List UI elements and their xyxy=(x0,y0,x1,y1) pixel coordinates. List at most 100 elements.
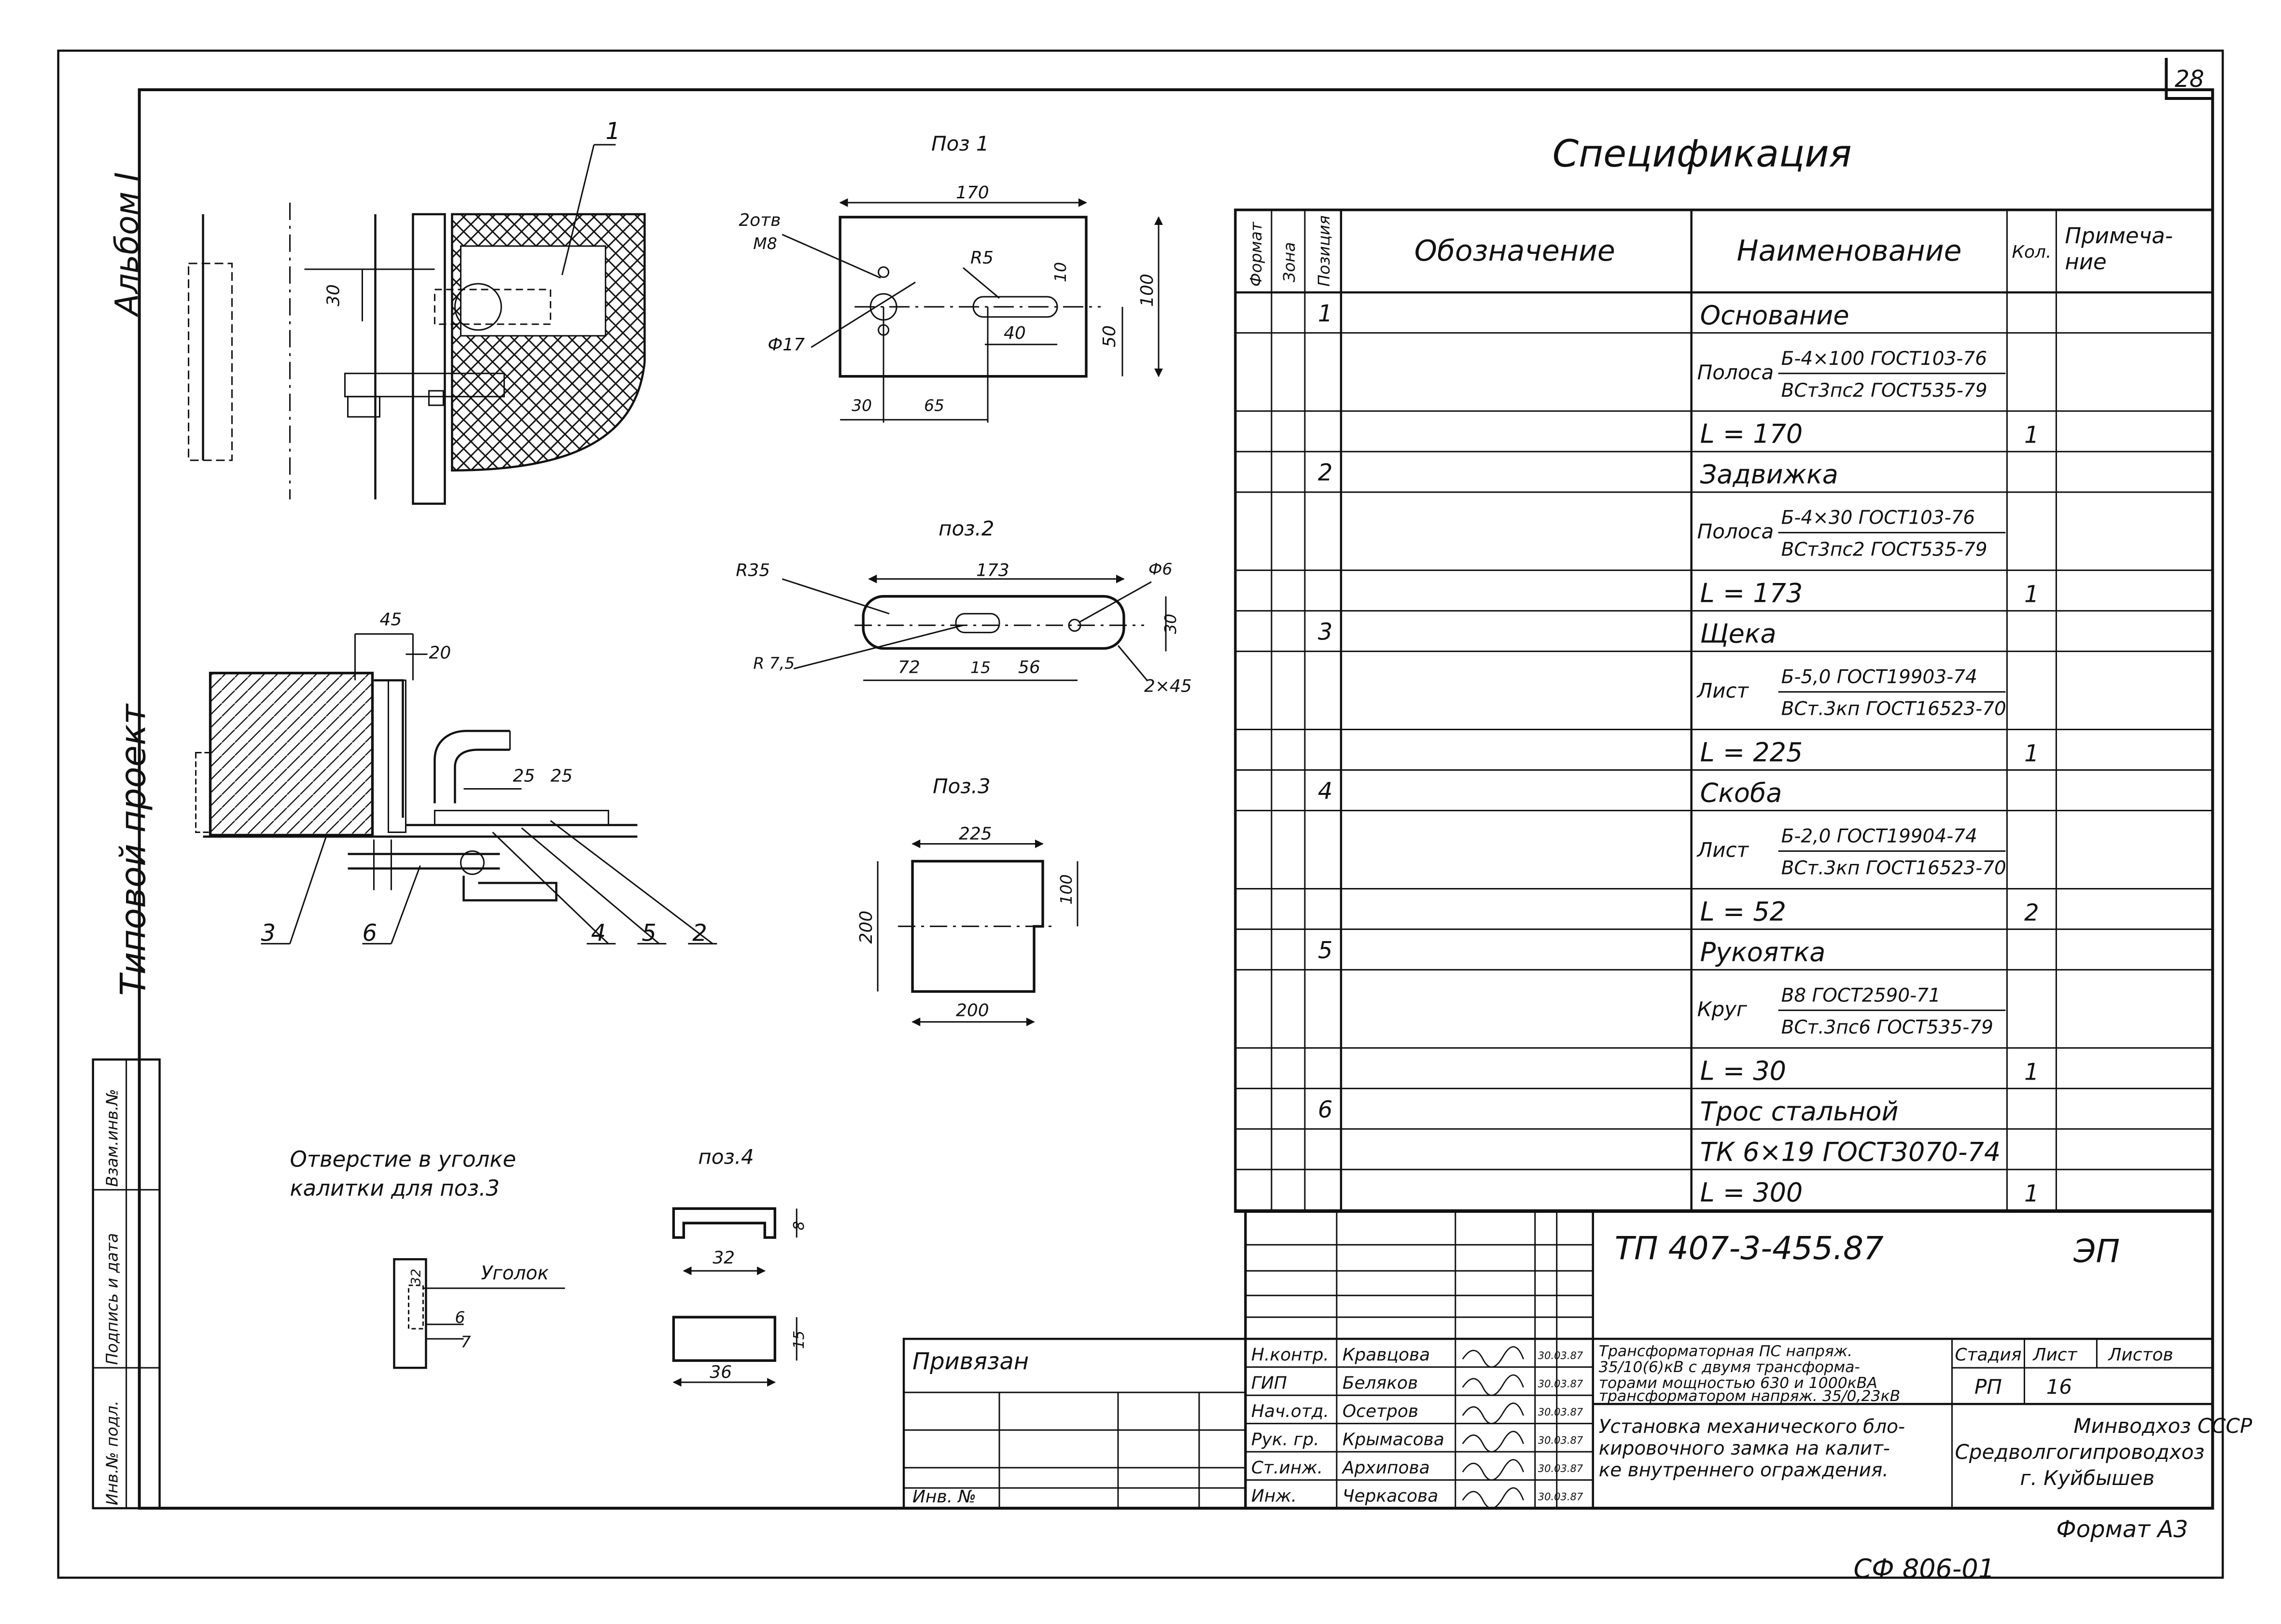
hdr-position: Позиция xyxy=(1315,215,1333,287)
left-stamp: Взам.инв.№ Подпись и дата Инв.№ подл. xyxy=(92,1058,161,1510)
pos4-dim-36: 36 xyxy=(710,1362,732,1382)
role-date: 30.03.87 xyxy=(1538,1406,1583,1418)
spec-row-name: L = 170 xyxy=(1700,419,1803,449)
pos1-dim-100: 100 xyxy=(1137,274,1157,307)
stamp-sign-date: Подпись и дата xyxy=(103,1233,122,1365)
inner-frame xyxy=(138,88,2214,1510)
callout-2: 2 xyxy=(692,919,707,946)
pos1-dim-30: 30 xyxy=(852,396,872,415)
spec-row-material-kind: Полоса xyxy=(1697,361,1774,384)
spec-row-material-kind: Круг xyxy=(1697,997,1748,1021)
pos3-dim-100: 100 xyxy=(1057,874,1076,904)
role-name: Беляков xyxy=(1343,1374,1418,1393)
role-date: 30.03.87 xyxy=(1538,1463,1583,1474)
pos2-dim-56: 56 xyxy=(1018,658,1040,678)
spec-row-material-bottom: ВСт.3кп ГОСТ16523-70 xyxy=(1781,857,2006,879)
sheet-header: Лист xyxy=(2032,1345,2077,1365)
pos2-dim-30: 30 xyxy=(1161,614,1180,634)
ugolok-dim-32: 32 xyxy=(408,1269,423,1285)
pos1-dim-50: 50 xyxy=(1100,325,1120,347)
spec-row: ТК 6×19 ГОСТ3070-74 xyxy=(1235,1137,2213,1170)
project-title-l1: Трансформаторная ПС напряж. xyxy=(1599,1343,1852,1360)
spec-row-pos: 5 xyxy=(1318,937,1333,964)
pos3-dim-225: 225 xyxy=(959,824,992,844)
asm-dim-25a: 25 xyxy=(513,766,535,786)
pos3-dim-200-h: 200 xyxy=(956,1000,989,1020)
spec-row-qty: 1 xyxy=(2024,422,2039,449)
hdr-qty: Кол. xyxy=(2012,242,2051,262)
role-date: 30.03.87 xyxy=(1538,1350,1583,1361)
callout-6: 6 xyxy=(362,919,377,946)
pos2-view: поз.2 173 R35 Ф6 30 R 7,5 72 15 56 2×45 xyxy=(736,517,1192,696)
role-date: 30.03.87 xyxy=(1538,1491,1583,1503)
spec-row-material-top: Б-2,0 ГОСТ19904-74 xyxy=(1781,825,1977,847)
hole-note: Отверстие в уголке калитки для поз.3 Уго… xyxy=(290,1146,565,1369)
spec-row-material-bottom: ВСт3пс2 ГОСТ535-79 xyxy=(1781,539,1987,561)
pos1-dim-65: 65 xyxy=(924,396,944,415)
spec-row-name: Щека xyxy=(1700,619,1777,649)
doc-code: ТП 407-3-455.87 xyxy=(1615,1230,1884,1267)
asm-dim-25b: 25 xyxy=(550,766,573,786)
hdr-format: Формат xyxy=(1246,222,1265,287)
role-title: Инж. xyxy=(1251,1486,1297,1506)
drawing-title-l2: кировочного замка на калит- xyxy=(1599,1438,1890,1459)
pos1-dim-170: 170 xyxy=(956,183,989,203)
hdr-note: Примеча- xyxy=(2065,223,2173,249)
spec-row-name: L = 300 xyxy=(1700,1177,1803,1208)
spec-row-qty: 1 xyxy=(2024,1058,2039,1085)
spec-row-material-kind: Лист xyxy=(1696,679,1749,703)
doc-mark: ЭП xyxy=(2073,1233,2120,1270)
binding-label: Привязан xyxy=(912,1348,1029,1375)
outer-frame xyxy=(57,49,2224,1579)
spec-row-name: ТК 6×19 ГОСТ3070-74 xyxy=(1700,1137,2001,1167)
spec-row-qty: 1 xyxy=(2024,740,2039,767)
pos1-dim-40: 40 xyxy=(1004,323,1026,343)
org-line1: Минводхоз СССР xyxy=(2073,1414,2252,1438)
spec-row: 3 Щека xyxy=(1235,619,2213,652)
sheet-number: 28 xyxy=(2175,66,2204,93)
spec-row-pos: 1 xyxy=(1318,300,1333,327)
stamp-replace-inv: Взам.инв.№ xyxy=(103,1089,122,1187)
album-label: Альбом I xyxy=(109,172,146,317)
role-title: ГИП xyxy=(1251,1374,1287,1393)
stage-value: РП xyxy=(1974,1375,2002,1399)
dim-30-assembly: 30 xyxy=(323,284,343,306)
role-name: Черкасова xyxy=(1343,1486,1438,1506)
pos2-dim-15: 15 xyxy=(970,658,991,677)
signature-scribble xyxy=(1462,1374,1525,1396)
role-date: 30.03.87 xyxy=(1538,1378,1583,1390)
hdr-designation: Обозначение xyxy=(1414,234,1615,268)
binding-block: Привязан Инв. № xyxy=(902,1337,1247,1510)
role-name: Архипова xyxy=(1342,1458,1430,1478)
pos2-title: поз.2 xyxy=(938,517,994,541)
hole-note-line2: калитки для поз.3 xyxy=(290,1175,500,1201)
pos1-dim-10: 10 xyxy=(1051,262,1070,282)
spec-row-material-bottom: ВСт.3пс6 ГОСТ535-79 xyxy=(1781,1016,1993,1038)
spec-row-pos: 3 xyxy=(1318,619,1333,646)
sheets-header: Листов xyxy=(2107,1345,2173,1365)
spec-row-pos: 6 xyxy=(1318,1096,1333,1123)
hdr-name: Наименование xyxy=(1737,234,1962,268)
role-title: Рук. гр. xyxy=(1251,1430,1319,1450)
role-date: 30.03.87 xyxy=(1538,1435,1583,1446)
inv-label: Инв. № xyxy=(912,1487,976,1507)
pos2-dim-72: 72 xyxy=(898,658,920,678)
spec-row-material-top: Б-5,0 ГОСТ19903-74 xyxy=(1781,666,1977,688)
spec-row-qty: 2 xyxy=(2024,899,2039,926)
section-assembly: 45 20 25 25 3 6 4 5 2 xyxy=(195,610,717,946)
spec-row-material-top: В8 ГОСТ2590-71 xyxy=(1781,985,1941,1006)
spec-title: Спецификация xyxy=(1553,132,1852,176)
title-role-row: Инж. Черкасова 30.03.87 xyxy=(1245,1486,1593,1509)
pos2-chamfer: 2×45 xyxy=(1144,677,1192,696)
pos1-dim-phi17: Ф17 xyxy=(768,335,805,355)
